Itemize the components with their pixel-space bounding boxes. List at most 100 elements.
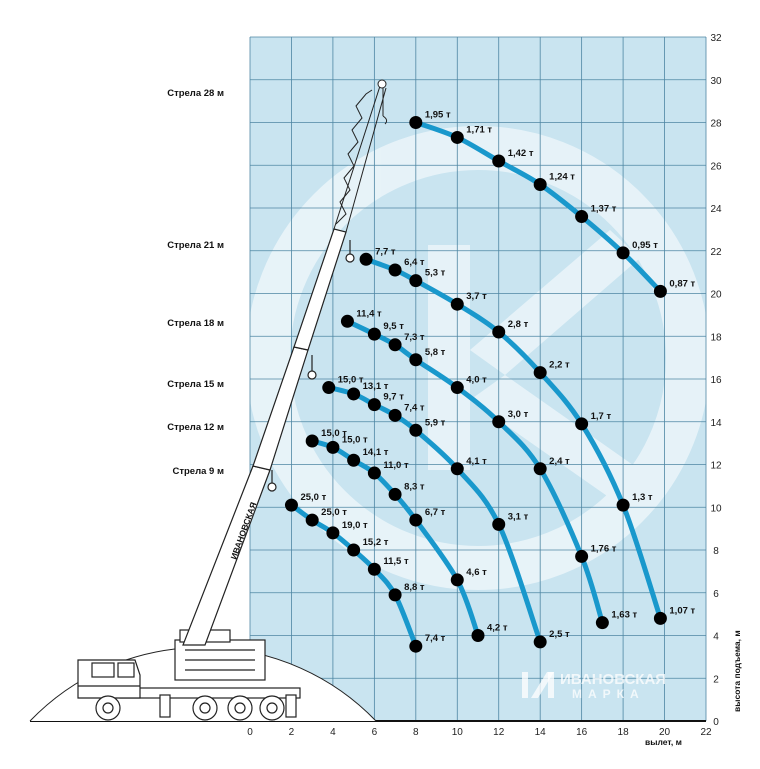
load-point [388, 588, 402, 602]
load-point [347, 543, 361, 557]
load-value-label: 1,24 т [549, 171, 575, 182]
load-value-label: 15,0 т [338, 375, 364, 386]
load-value-label: 2,8 т [508, 319, 529, 330]
load-value-label: 1,95 т [425, 110, 451, 121]
y-tick-label: 12 [710, 461, 722, 472]
load-value-label: 7,3 т [404, 332, 425, 343]
y-tick-label: 14 [710, 418, 722, 429]
load-value-label: 7,7 т [375, 246, 396, 257]
load-value-label: 1,76 т [591, 543, 617, 554]
load-value-label: 11,0 т [383, 460, 409, 471]
load-value-label: 5,3 т [425, 268, 446, 279]
load-point [492, 325, 506, 339]
load-point [359, 252, 373, 266]
load-value-label: 1,63 т [611, 610, 637, 621]
load-value-label: 1,7 т [591, 411, 612, 422]
load-value-label: 9,7 т [383, 392, 404, 403]
load-point [340, 314, 354, 328]
boom-length-label: Стрела 28 м [167, 88, 224, 99]
load-value-label: 13,1 т [363, 381, 389, 392]
load-value-label: 3,1 т [508, 511, 529, 522]
load-point [347, 387, 361, 401]
load-point [533, 177, 547, 191]
load-value-label: 14,1 т [363, 447, 389, 458]
x-tick-label: 6 [372, 727, 378, 738]
load-value-label: 19,0 т [342, 520, 368, 531]
load-point [388, 263, 402, 277]
load-point [367, 327, 381, 341]
load-value-label: 11,4 т [356, 308, 382, 319]
load-value-label: 15,2 т [363, 537, 389, 548]
lattice-jib [333, 79, 388, 233]
load-point [305, 434, 319, 448]
load-value-label: 0,87 т [669, 278, 695, 289]
load-value-label: 11,5 т [383, 556, 409, 567]
y-tick-label: 30 [710, 76, 722, 87]
boom-length-label: Стрела 21 м [167, 240, 224, 251]
grid [249, 36, 707, 722]
boom-length-label: Стрела 9 м [172, 466, 224, 477]
load-series: 25,0 т25,0 т19,0 т15,2 т11,5 т8,8 т7,4 т [284, 492, 446, 653]
y-tick-label: 32 [710, 33, 722, 44]
load-point [305, 513, 319, 527]
load-value-label: 1,3 т [632, 492, 653, 503]
load-point [471, 629, 485, 642]
load-point [653, 284, 667, 298]
load-value-label: 7,4 т [404, 402, 425, 413]
load-value-label: 1,42 т [508, 148, 534, 159]
x-axis-label: вылет, м [645, 737, 682, 747]
load-value-label: 8,8 т [404, 582, 425, 593]
load-value-label: 9,5 т [383, 321, 404, 332]
load-value-label: 1,71 т [466, 124, 492, 135]
load-value-label: 2,4 т [549, 456, 570, 467]
y-tick-label: 6 [713, 589, 719, 600]
x-tick-label: 8 [413, 727, 419, 738]
x-tick-label: 12 [493, 727, 505, 738]
load-point [450, 462, 464, 476]
load-point [322, 381, 336, 395]
load-point [450, 297, 464, 311]
load-value-label: 1,37 т [591, 204, 617, 215]
boom-length-label: Стрела 15 м [167, 379, 224, 390]
brand-line-1: ИВАНОВСКАЯ [560, 671, 666, 688]
load-value-label: 15,0 т [321, 428, 347, 439]
x-tick-label: 22 [700, 727, 712, 738]
load-point [492, 517, 506, 531]
load-series: 1,95 т1,71 т1,42 т1,24 т1,37 т0,95 т0,87… [409, 110, 696, 298]
load-point [409, 116, 423, 129]
load-value-label: 5,8 т [425, 347, 446, 358]
crane-boom: ИВАНОВСКАЯ [182, 228, 355, 646]
x-tick-label: 16 [576, 727, 588, 738]
y-axis-label: высота подъема, м [732, 630, 742, 712]
y-tick-label: 8 [713, 546, 719, 557]
load-value-label: 6,4 т [404, 257, 425, 268]
load-series: 11,4 т9,5 т7,3 т5,8 т4,0 т3,0 т2,4 т1,76… [340, 308, 637, 630]
load-value-label: 7,4 т [425, 633, 446, 644]
load-value-label: 5,9 т [425, 417, 446, 428]
load-series: 7,7 т6,4 т5,3 т3,7 т2,8 т2,2 т1,7 т1,3 т… [359, 246, 696, 625]
load-point [533, 366, 547, 380]
load-value-label: 1,07 т [669, 605, 695, 616]
load-value-label: 4,2 т [487, 623, 508, 634]
load-value-label: 4,6 т [466, 567, 487, 578]
load-value-label: 4,0 т [466, 375, 487, 386]
load-point [347, 453, 361, 467]
y-tick-label: 28 [710, 119, 722, 130]
load-point [575, 417, 589, 431]
load-point [533, 635, 547, 649]
load-point [388, 338, 402, 352]
load-point [388, 408, 402, 422]
y-tick-label: 4 [713, 632, 719, 643]
load-point [616, 246, 630, 260]
load-point [326, 440, 340, 454]
load-value-label: 8,3 т [404, 481, 425, 492]
load-point [595, 616, 609, 630]
load-point [533, 462, 547, 476]
load-point [388, 487, 402, 501]
y-tick-label: 26 [710, 161, 722, 172]
x-tick-label: 10 [452, 727, 464, 738]
y-tick-label: 24 [710, 204, 722, 215]
